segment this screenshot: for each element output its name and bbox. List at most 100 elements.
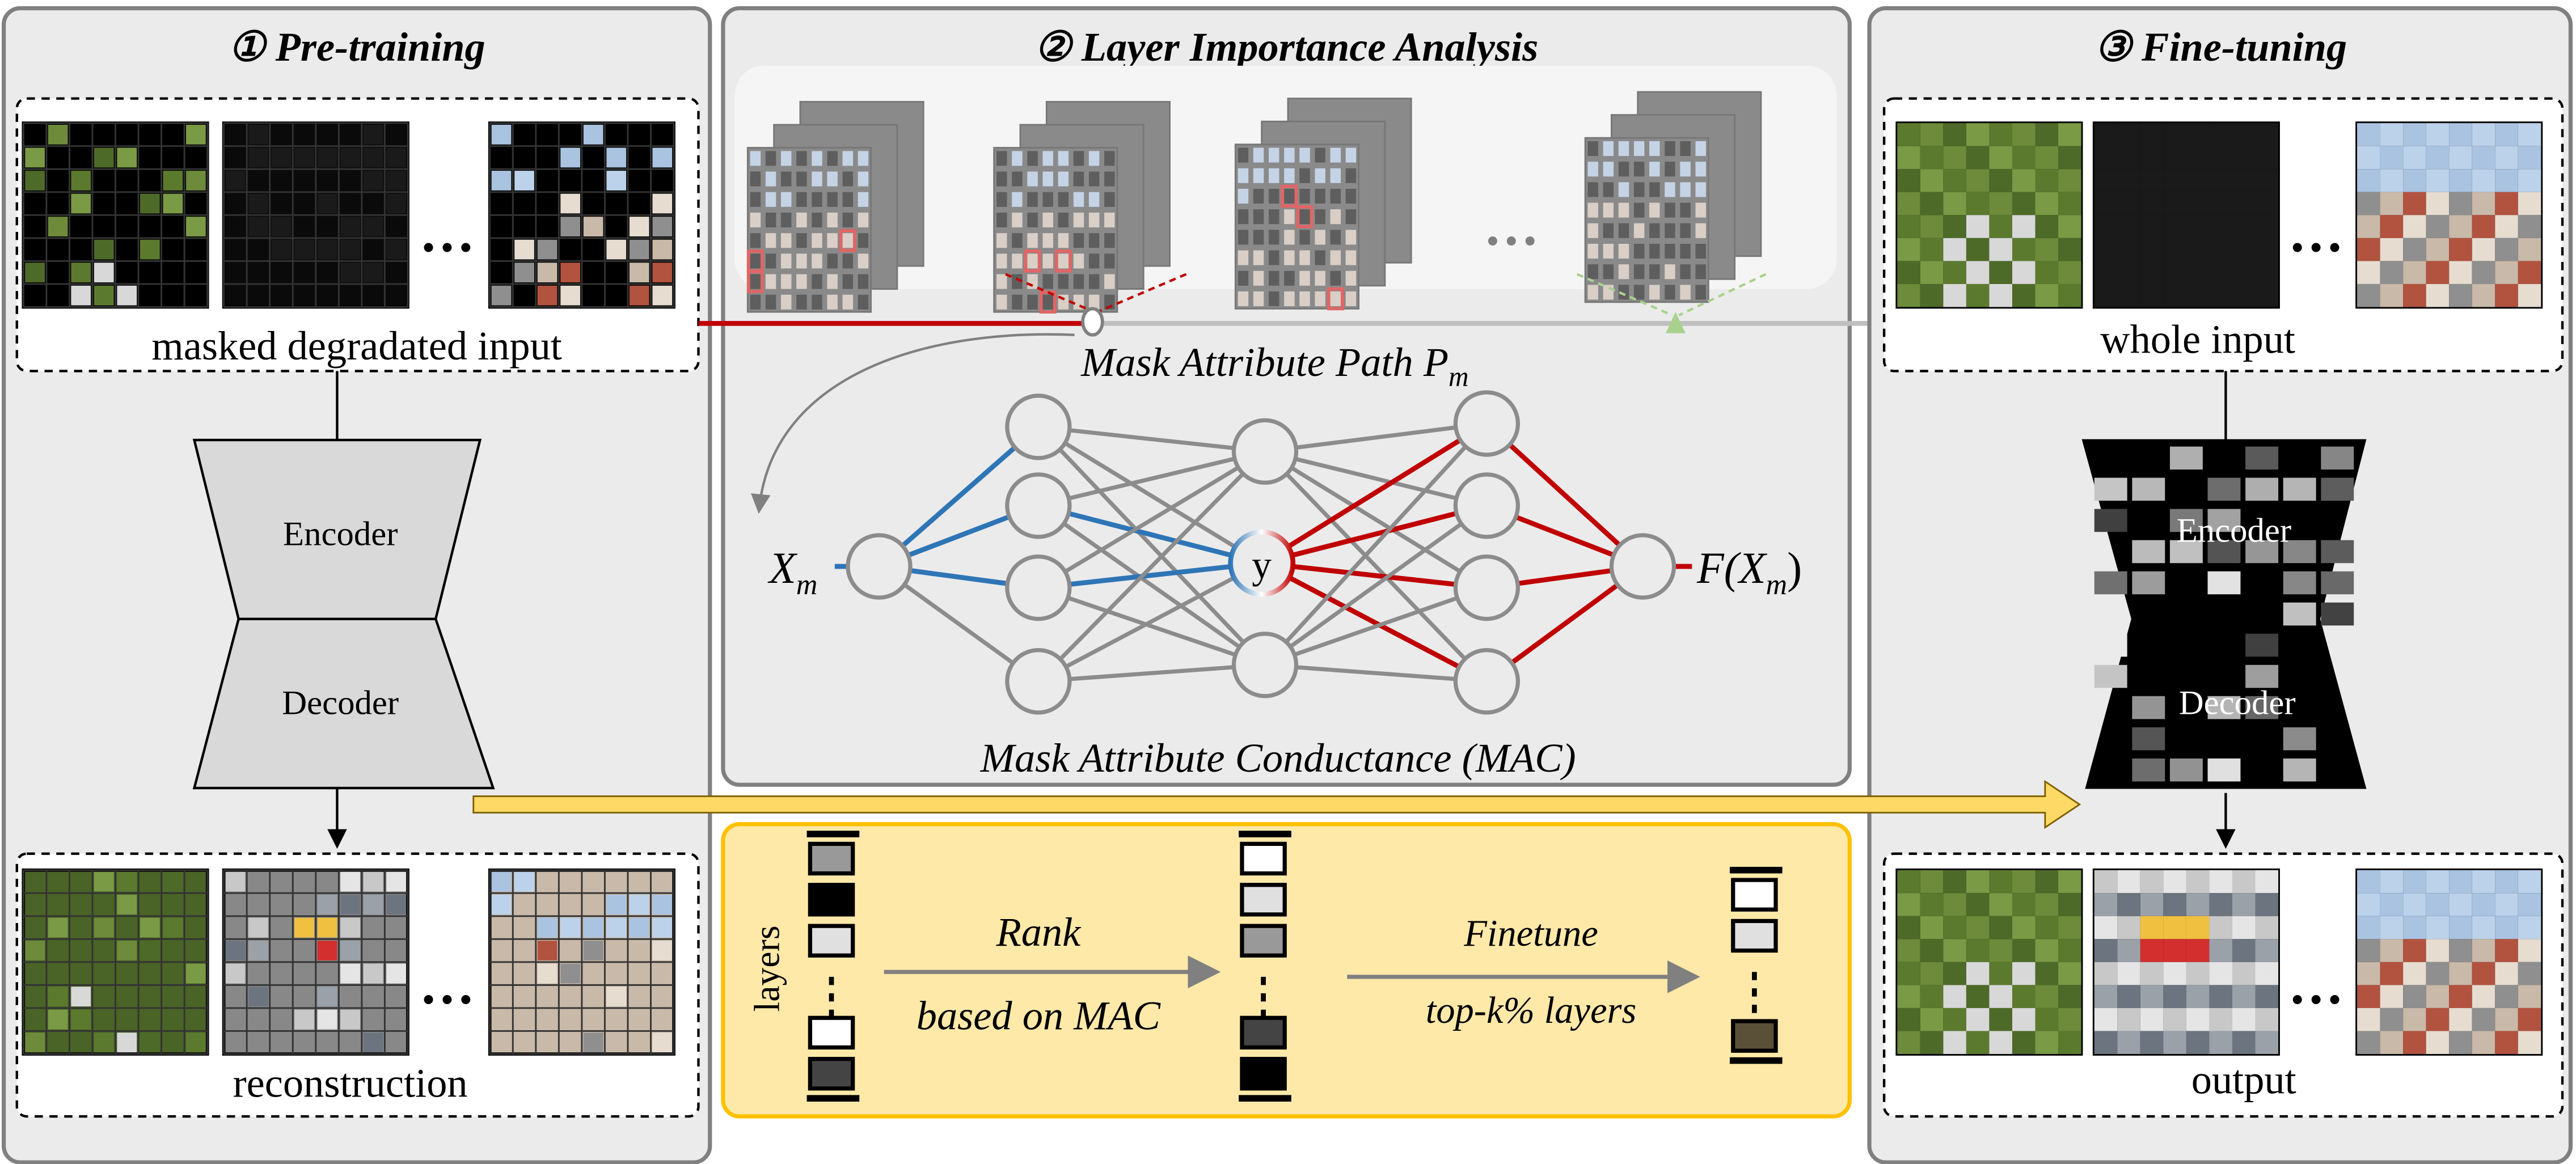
feature-patch [1268, 250, 1279, 265]
importance-square [2283, 602, 2316, 626]
image-patch [271, 193, 292, 214]
image-patch [317, 193, 337, 214]
image-patch [340, 987, 360, 1007]
image-patch [2426, 1031, 2450, 1054]
image-patch [2495, 238, 2518, 261]
image-patch [1943, 238, 1966, 261]
image-patch [2232, 962, 2256, 985]
image-patch [186, 963, 206, 984]
feature-patch [1253, 291, 1264, 307]
image-patch [2255, 962, 2279, 985]
network-edge [1038, 425, 1265, 454]
network-edge [1264, 586, 1488, 667]
feature-patch [1680, 141, 1691, 156]
image-patch [2117, 1008, 2140, 1031]
feature-patch [1104, 274, 1115, 289]
image-patch [363, 987, 383, 1007]
image-patch [48, 171, 68, 191]
feature-patch [1345, 250, 1357, 265]
image-patch [606, 217, 627, 236]
feature-patch [1238, 230, 1249, 245]
image-patch [583, 171, 603, 191]
image-patch [2380, 939, 2404, 962]
bracket-bottom [1239, 1095, 1291, 1102]
layer-block [1731, 918, 1778, 953]
importance-square [2321, 571, 2354, 595]
image-patch [2163, 1031, 2186, 1054]
image-patch [1897, 146, 1920, 170]
feature-patch [796, 171, 807, 187]
image-patch [1943, 893, 1966, 916]
image-patch [1897, 962, 1920, 985]
image-patch [2163, 939, 2186, 962]
image-patch [2449, 192, 2472, 215]
image-patch [363, 171, 383, 191]
image-patch [225, 917, 246, 938]
analysis-title: ② Layer Importance Analysis [1034, 24, 1538, 70]
image-patch [340, 147, 360, 168]
image-patch [2495, 123, 2518, 146]
feature-patch [1088, 294, 1100, 310]
image-patch [606, 895, 627, 915]
feature-patch [1603, 223, 1614, 238]
attributed-patch [1327, 287, 1344, 311]
image-patch [340, 963, 360, 984]
image-patch [2403, 283, 2426, 307]
image-patch [1966, 146, 1990, 170]
feature-patch [996, 192, 1007, 207]
feature-patch [750, 171, 761, 187]
image-patch [2058, 939, 2081, 962]
image-patch [2035, 169, 2059, 192]
image-patch [317, 987, 337, 1007]
image-patch [271, 171, 292, 191]
image-patch [1920, 146, 1944, 170]
image-patch [2140, 169, 2164, 192]
feature-patch [1330, 250, 1341, 265]
image-patch [560, 239, 580, 260]
feature-patch [780, 253, 792, 269]
feature-patch [1633, 141, 1645, 156]
image-patch [2012, 893, 2036, 916]
image-patch [2518, 123, 2541, 146]
attributed-patch [839, 228, 856, 252]
image-patch [225, 1009, 246, 1030]
feature-patch [1680, 285, 1691, 300]
feature-patch [780, 151, 792, 166]
feature-patch [858, 294, 869, 310]
reconstruction-building [488, 868, 675, 1056]
feature-patch [996, 171, 1007, 187]
image-patch [2117, 146, 2140, 170]
feature-patch [1012, 253, 1023, 269]
image-patch [225, 963, 246, 984]
image-patch [186, 871, 206, 892]
image-patch [2035, 1008, 2059, 1031]
feature-patch [765, 192, 776, 207]
image-patch [163, 963, 183, 984]
feature-patch [858, 274, 869, 289]
image-patch [1966, 939, 1990, 962]
image-patch [386, 963, 407, 984]
image-patch [514, 917, 534, 938]
image-patch [2186, 238, 2210, 261]
image-patch [71, 285, 91, 306]
feature-patch [812, 192, 822, 207]
image-patch [491, 1009, 512, 1030]
image-patch [71, 963, 91, 984]
image-patch [363, 285, 383, 306]
image-patch [2117, 283, 2140, 307]
image-patch [629, 171, 649, 191]
importance-square [2283, 758, 2316, 782]
importance-square [2321, 446, 2354, 470]
image-patch [606, 963, 627, 984]
feature-patch [1284, 209, 1295, 225]
image-patch [2186, 169, 2210, 192]
feature-patch [1618, 264, 1629, 280]
image-patch [2186, 962, 2210, 985]
feature-patch [1073, 212, 1084, 228]
image-patch [340, 871, 360, 892]
feature-patch [796, 151, 807, 166]
feature-patch [1649, 162, 1660, 177]
feature-patch [1587, 285, 1598, 300]
image-patch [1943, 1008, 1966, 1031]
feature-patch [1042, 233, 1053, 248]
